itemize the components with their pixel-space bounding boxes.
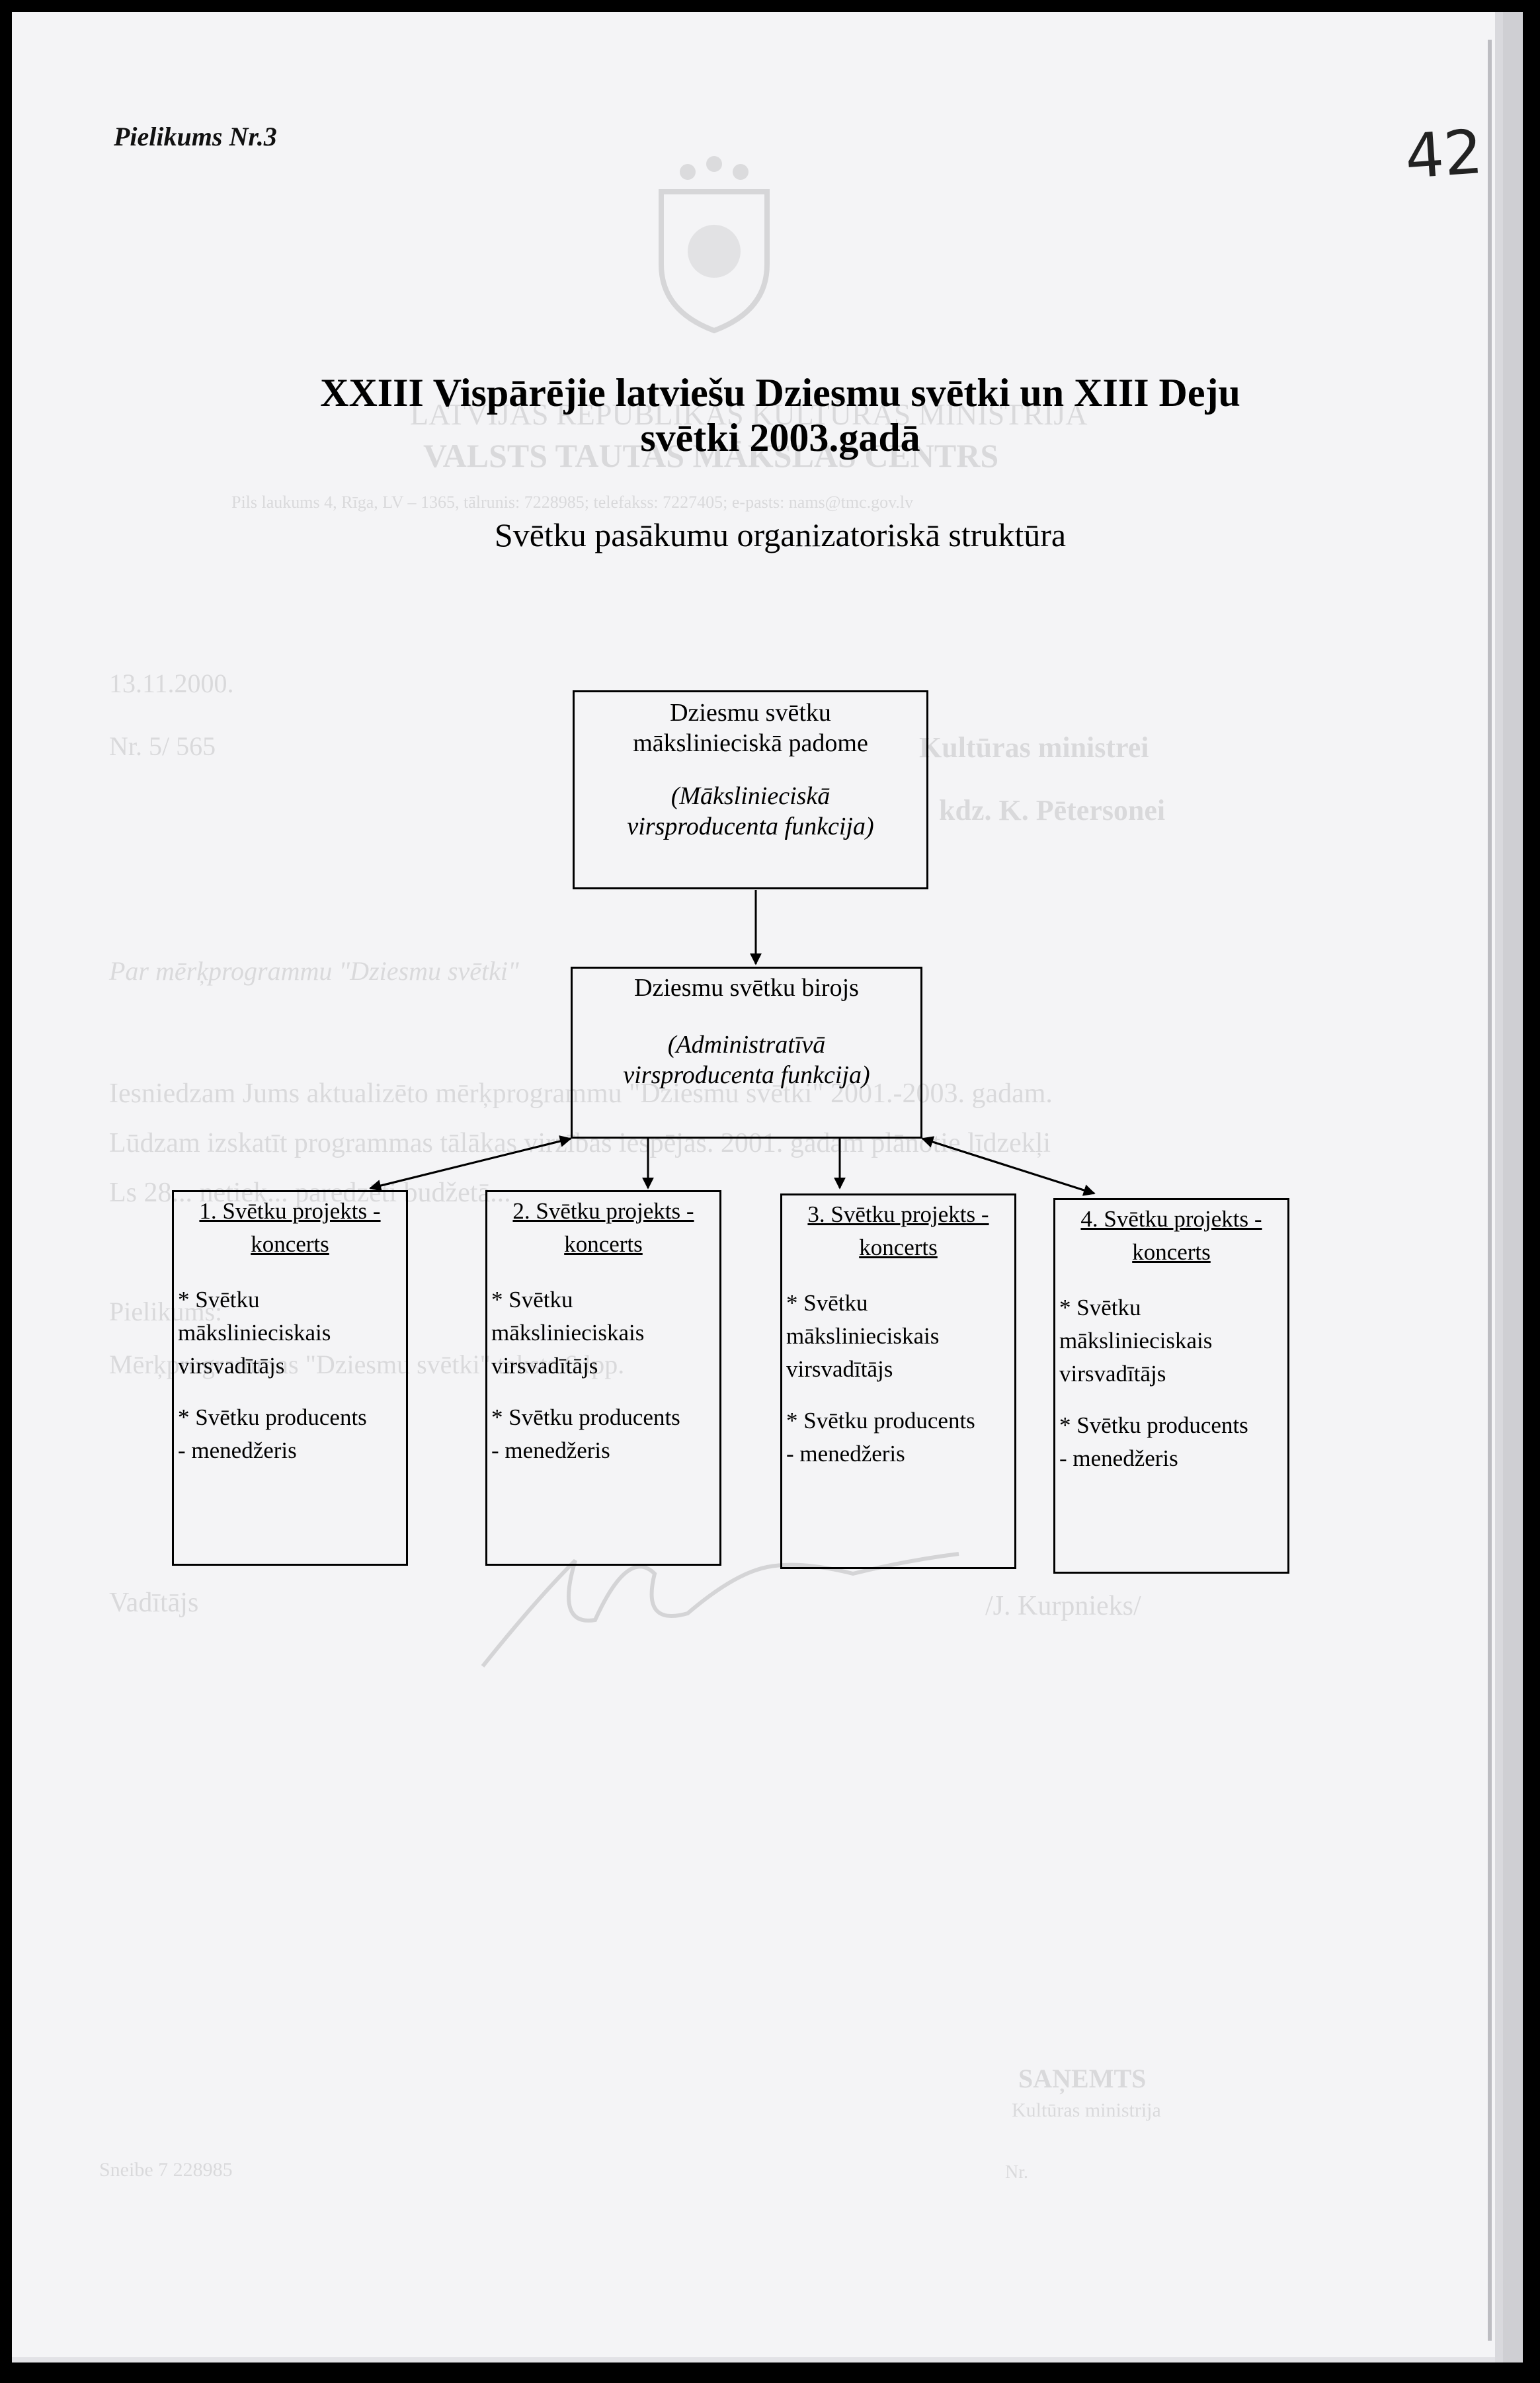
project-2-heading-2: koncerts [564,1231,643,1257]
title-line-1: XXIII Vispārējie latviešu Dziesmu svētki… [320,371,1240,415]
ghost-date: 13.11.2000. [109,668,234,698]
project-1-heading-1: 1. Svētku projekts - [199,1198,381,1224]
ghost-director-name: /J. Kurpnieks/ [985,1591,1141,1621]
project-box-2: 2. Svētku projekts - koncerts * Svētku m… [485,1190,721,1566]
page-edge-shadow [1488,40,1492,2341]
festival-office-role-1: (Administratīvā [667,1031,826,1059]
project-2-item-1b: mākslinieciskais [491,1320,645,1346]
project-4-item-1c: virsvadītājs [1059,1361,1166,1387]
project-4-item-2b: - menedžeris [1059,1445,1178,1471]
connector-from-project-4 [921,1136,1095,1195]
project-1-item-2a: * Svētku producents [178,1404,367,1430]
ghost-ministry: LATVIJAS REPUBLIKAS KULTŪRAS MINISTRIJA [410,397,1088,431]
ghost-recipient-2: kdz. K. Pētersonei [939,794,1166,827]
ghost-recipient-1: Kultūras ministrei [919,731,1149,764]
project-3-item-2a: * Svētku producents [786,1408,975,1434]
document-page [12,12,1503,2363]
project-4-heading-2: koncerts [1132,1239,1211,1265]
ghost-number: Nr. 5/ 565 [109,731,216,761]
document-title: XXIII Vispārējie latviešu Dziesmu svētki… [198,370,1362,460]
project-3-item-1a: * Svētku [786,1290,868,1316]
ghost-body-2: Lūdzam izskatīt programmas tālākas virzī… [109,1128,1051,1158]
project-1-item-1b: mākslinieciskais [178,1320,331,1346]
project-1-heading-2: koncerts [251,1231,329,1257]
project-2-item-1c: virsvadītājs [491,1353,598,1379]
ghost-centre: VALSTS TAUTAS MĀKSLAS CENTRS [423,437,999,474]
project-3-item-1b: mākslinieciskais [786,1323,940,1349]
artistic-council-box: Dziesmu svētku mākslinieciskā padome (Mā… [573,690,928,889]
artistic-council-role-1: (Mākslinieciskā [670,782,831,810]
ghost-attachment-label: Pielikums: [109,1297,223,1326]
artistic-council-name-1: Dziesmu svētku [670,699,831,727]
festival-office-box: Dziesmu svētku birojs (Administratīvā vi… [571,967,922,1139]
ghost-stamp-number: Nr. [1005,2162,1028,2183]
project-4-item-1b: mākslinieciskais [1059,1328,1213,1353]
project-4-item-1a: * Svētku [1059,1295,1141,1320]
ghost-body-1: Iesniedzam Jums aktualizēto mērķprogramm… [109,1078,1053,1109]
coat-of-arms-watermark [648,152,780,341]
project-1-item-2b: - menedžeris [178,1437,297,1463]
project-3-heading-2: koncerts [859,1234,938,1260]
project-3-item-1c: virsvadītājs [786,1356,893,1382]
connector-from-project-1 [370,1135,572,1190]
ghost-signature [481,1552,959,1668]
ghost-footer: Sneibe 7 228985 [99,2159,233,2181]
project-1-item-1c: virsvadītājs [178,1353,285,1379]
project-box-3: 3. Svētku projekts - koncerts * Svētku m… [780,1193,1016,1569]
artistic-council-role-2: virsproducenta funkcija) [627,813,874,840]
ghost-attachment-text: Mērķprogrammas "Dziesmu svētki" teksts 6… [109,1350,625,1379]
project-1-item-1a: * Svētku [178,1287,260,1313]
attachment-label: Pielikums Nr.3 [114,122,277,151]
festival-office-role-2: virsproducenta funkcija) [623,1061,870,1089]
ghost-stamp-received: SAŅEMTS [1018,2064,1147,2093]
ghost-stamp-ministry: Kultūras ministrija [1012,2099,1161,2121]
project-2-item-2a: * Svētku producents [491,1404,680,1430]
project-3-item-2b: - menedžeris [786,1441,905,1467]
project-4-item-2a: * Svētku producents [1059,1412,1248,1438]
project-2-item-2b: - menedžeris [491,1437,610,1463]
project-2-heading-1: 2. Svētku projekts - [512,1198,694,1224]
ghost-address: Pils laukums 4, Rīga, LV – 1365, tālruni… [231,493,914,512]
festival-office-name: Dziesmu svētku birojs [634,974,859,1002]
ghost-subject: Par mērķprogrammu "Dziesmu svētki" [109,956,519,986]
project-2-item-1a: * Svētku [491,1287,573,1313]
ghost-director-label: Vadītājs [109,1588,199,1618]
project-3-heading-1: 3. Svētku projekts - [807,1201,989,1227]
project-box-4: 4. Svētku projekts - koncerts * Svētku m… [1053,1198,1289,1574]
document-subtitle: Svētku pasākumu organizatoriskā struktūr… [494,516,1067,553]
title-line-2: svētki 2003.gadā [640,416,920,460]
project-box-1: 1. Svētku projekts - koncerts * Svētku m… [172,1190,408,1566]
project-4-heading-1: 4. Svētku projekts - [1080,1206,1262,1232]
ghost-body-3: Ls 28... netiek... paredzēti budžetā... [109,1178,511,1208]
page-edge [1503,12,1523,2363]
artistic-council-name-2: mākslinieciskā padome [633,729,868,757]
